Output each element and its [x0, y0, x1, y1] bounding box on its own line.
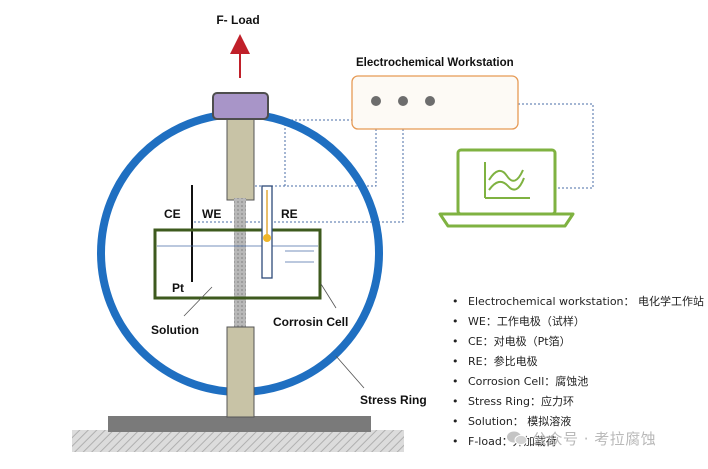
stress-ring-label: Stress Ring: [360, 393, 427, 407]
legend-item: • Stress Ring：应力环: [452, 392, 704, 412]
base-plate: [108, 416, 371, 432]
we-label: WE: [202, 207, 221, 221]
workstation-terminal-1: [371, 96, 381, 106]
load-label: F- Load: [216, 13, 259, 27]
laptop-chart-icon: [438, 148, 575, 228]
legend-text: Solution： 模拟溶液: [468, 415, 572, 428]
bullet-icon: •: [452, 415, 459, 428]
watermark: 公众号 · 考拉腐蚀: [506, 428, 656, 449]
specimen-rod: [234, 198, 246, 328]
corrosion-cell: [153, 228, 322, 300]
corrosion-cell-leader: [320, 283, 337, 309]
legend-item: • Corrosion Cell：腐蚀池: [452, 372, 704, 392]
legend-text: Electrochemical workstation： 电化学工作站: [468, 295, 705, 308]
bullet-icon: •: [452, 435, 459, 448]
legend-text: RE：参比电极: [468, 355, 538, 368]
legend-item: • CE：对电极（Pt箔）: [452, 332, 704, 352]
legend-text: Stress Ring：应力环: [468, 395, 574, 408]
workstation-terminal-3: [425, 96, 435, 106]
ce-label: CE: [164, 207, 181, 221]
solution-label: Solution: [151, 323, 199, 337]
legend-item: • WE：工作电极（试样）: [452, 312, 704, 332]
bullet-icon: •: [452, 355, 459, 368]
legend-item: • Solution： 模拟溶液: [452, 412, 704, 432]
reference-electrode: [261, 185, 314, 279]
stress-ring-leader: [335, 355, 365, 389]
workstation-terminal-2: [398, 96, 408, 106]
legend-text: WE：工作电极（试样）: [468, 315, 585, 328]
bullet-icon: •: [452, 335, 459, 348]
workstation-box: [351, 75, 519, 130]
legend-text: CE：对电极（Pt箔）: [468, 335, 571, 348]
solution-leader: [183, 286, 213, 317]
watermark-text: 公众号 · 考拉腐蚀: [532, 430, 657, 448]
upper-rod: [226, 111, 255, 201]
ground-hatch: [72, 430, 404, 452]
bullet-icon: •: [452, 295, 459, 308]
load-clamp: [212, 92, 269, 120]
bullet-icon: •: [452, 315, 459, 328]
legend-item: • Electrochemical workstation： 电化学工作站: [452, 292, 704, 312]
bullet-icon: •: [452, 395, 459, 408]
corrosion-cell-label: Corrosin Cell: [273, 315, 348, 329]
bullet-icon: •: [452, 375, 459, 388]
legend-text: Corrosion Cell：腐蚀池: [468, 375, 589, 388]
legend-list: • Electrochemical workstation： 电化学工作站 • WE…: [452, 292, 704, 452]
legend-item: • RE：参比电极: [452, 352, 704, 372]
wechat-icon: [507, 431, 528, 446]
lower-rod: [226, 326, 255, 418]
workstation-label: Electrochemical Workstation: [356, 57, 514, 69]
re-label: RE: [281, 207, 298, 221]
pt-label: Pt: [172, 281, 184, 295]
